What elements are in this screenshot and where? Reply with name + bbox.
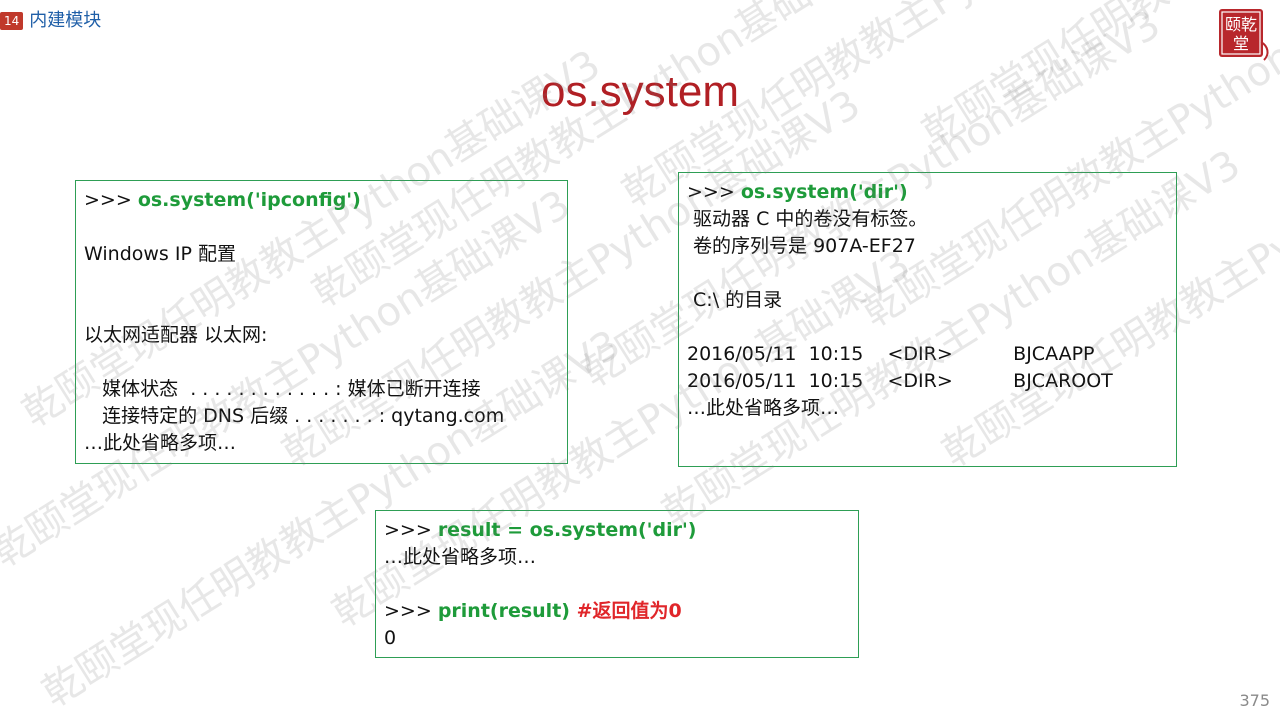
section-number-badge: 14 (0, 12, 24, 30)
code-line: >>> os.system('dir') (687, 179, 1168, 206)
section-tag: 14 内建模块 (0, 10, 101, 32)
code-comment: #返回值为0 (569, 600, 682, 622)
page-title: os.system (540, 67, 740, 116)
code-line: 2016/05/11 10:15 <DIR> BJCAROOT (687, 368, 1168, 395)
output-text: 驱动器 C 中的卷没有标签。 (687, 208, 928, 230)
output-text: 媒体状态 . . . . . . . . . . . . : 媒体已断开连接 (84, 378, 481, 400)
code-line: 媒体状态 . . . . . . . . . . . . : 媒体已断开连接 (84, 376, 559, 403)
output-text: Windows IP 配置 (84, 243, 236, 265)
code-box-ipconfig: >>> os.system('ipconfig') Windows IP 配置以太… (75, 180, 568, 464)
code-line (687, 314, 1168, 341)
output-text: …此处省略多项… (687, 397, 840, 419)
code-line: …此处省略多项… (384, 544, 850, 571)
output-text: 0 (384, 627, 397, 649)
code-command: os.system('ipconfig') (137, 189, 361, 211)
output-text: C:\ 的目录 (687, 289, 783, 311)
code-line: >>> print(result) #返回值为0 (384, 598, 850, 625)
prompt-symbol: >>> (687, 181, 741, 203)
code-line: 2016/05/11 10:15 <DIR> BJCAAPP (687, 341, 1168, 368)
seal-logo: 颐乾 堂 (1216, 6, 1272, 62)
seal-logo-icon: 颐乾 堂 (1219, 9, 1269, 61)
svg-text:堂: 堂 (1233, 34, 1249, 53)
page-number: 375 (1239, 691, 1270, 710)
output-text: 2016/05/11 10:15 <DIR> BJCAAPP (687, 343, 1095, 365)
code-box-result: >>> result = os.system('dir')…此处省略多项…>>>… (375, 510, 859, 658)
code-line: …此处省略多项… (687, 395, 1168, 422)
prompt-symbol: >>> (384, 600, 438, 622)
code-line (84, 268, 559, 295)
code-line: >>> result = os.system('dir') (384, 517, 850, 544)
code-box-dir: >>> os.system('dir') 驱动器 C 中的卷没有标签。 卷的序列… (678, 172, 1177, 467)
code-line: 驱动器 C 中的卷没有标签。 (687, 206, 1168, 233)
code-line: …此处省略多项… (84, 430, 559, 457)
code-command: result = os.system('dir') (437, 519, 697, 541)
code-line: C:\ 的目录 (687, 287, 1168, 314)
output-text: 2016/05/11 10:15 <DIR> BJCAROOT (687, 370, 1113, 392)
output-text: 连接特定的 DNS 后缀 . . . . . . . : qytang.com (84, 405, 505, 427)
prompt-symbol: >>> (384, 519, 438, 541)
svg-text:颐乾: 颐乾 (1225, 15, 1257, 34)
code-line: >>> os.system('ipconfig') (84, 187, 559, 214)
code-line: 0 (384, 625, 850, 652)
code-line: 卷的序列号是 907A-EF27 (687, 233, 1168, 260)
code-line (84, 214, 559, 241)
code-line: 以太网适配器 以太网: (84, 322, 559, 349)
code-line (384, 571, 850, 598)
code-line (84, 295, 559, 322)
code-command: os.system('dir') (740, 181, 908, 203)
code-line: Windows IP 配置 (84, 241, 559, 268)
output-text: …此处省略多项… (384, 546, 537, 568)
code-line: 连接特定的 DNS 后缀 . . . . . . . : qytang.com (84, 403, 559, 430)
output-text: 以太网适配器 以太网: (84, 324, 268, 346)
code-line (84, 349, 559, 376)
section-title: 内建模块 (29, 10, 102, 31)
code-command: print(result) (437, 600, 570, 622)
output-text: …此处省略多项… (84, 432, 237, 454)
code-line (687, 260, 1168, 287)
output-text: 卷的序列号是 907A-EF27 (687, 235, 916, 257)
prompt-symbol: >>> (84, 189, 138, 211)
